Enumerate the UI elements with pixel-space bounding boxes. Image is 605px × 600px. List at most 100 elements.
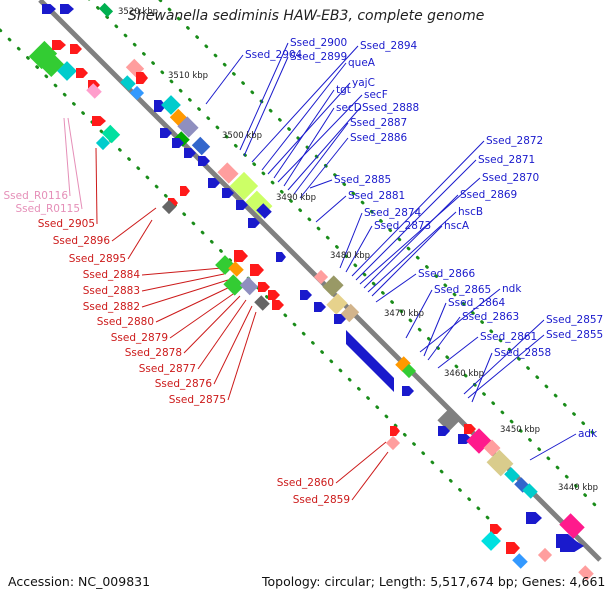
ruler-label: 3450 kbp <box>500 425 540 435</box>
reverse-gene-label: Ssed_2880 <box>97 316 154 328</box>
gene-arrow <box>250 264 264 276</box>
reverse-gene-label: Ssed_2876 <box>155 378 213 390</box>
leader-line <box>155 285 233 323</box>
leader-line <box>419 288 501 353</box>
forward-gene-label: Ssed_2885 <box>334 174 391 186</box>
reverse-gene-label: Ssed_2878 <box>125 347 182 359</box>
forward-gene-label: Ssed_2855 <box>546 329 603 341</box>
ruler-label: 3520 kbp <box>118 7 158 17</box>
leader-line <box>227 311 257 401</box>
gene-block <box>437 410 459 432</box>
leader-line <box>243 56 289 157</box>
gene-block <box>120 75 136 91</box>
leader-line <box>63 117 71 197</box>
ruler-dot-row <box>87 0 602 512</box>
reverse-gene-label: Ssed_2882 <box>83 301 140 313</box>
gene-block <box>161 199 177 215</box>
leader-line <box>141 273 225 292</box>
leader-line <box>427 316 461 361</box>
leader-line <box>529 433 577 461</box>
rna-gene-label: Ssed_R0115 <box>15 203 80 215</box>
ruler-label: 3510 kbp <box>168 71 208 81</box>
ruler-label: 3440 kbp <box>558 483 598 493</box>
leader-line <box>197 299 247 370</box>
ruler-dot-row <box>0 28 502 532</box>
gene-arrow <box>76 68 88 78</box>
gene-arrow <box>154 100 166 112</box>
gene-arrow <box>276 252 286 262</box>
gene-arrow <box>464 424 476 434</box>
forward-gene-label: ndk <box>502 283 522 295</box>
ruler-dot-row <box>158 0 602 442</box>
forward-gene-label: Ssed_2874 <box>364 207 422 219</box>
gene-block <box>177 116 199 138</box>
gene-features <box>28 2 594 581</box>
leader-line <box>367 211 457 293</box>
ruler-label: 3500 kbp <box>222 131 262 141</box>
leader-line <box>261 62 347 171</box>
gene-block <box>57 61 77 81</box>
forward-gene-label: Ssed_2894 <box>360 40 418 52</box>
forward-gene-label: Ssed_2886 <box>350 132 408 144</box>
gene-block <box>313 269 329 285</box>
forward-gene-label: Ssed_2872 <box>486 135 543 147</box>
gene-block <box>537 547 553 563</box>
forward-gene-label: adk <box>578 428 598 440</box>
leader-line <box>127 219 153 260</box>
leader-line <box>467 334 545 399</box>
gene-block <box>161 95 181 115</box>
leader-line <box>315 195 347 223</box>
leader-line <box>335 441 387 484</box>
forward-gene-label: Ssed_2873 <box>374 220 431 232</box>
ruler-label: 3490 kbp <box>276 193 316 203</box>
leader-line <box>283 107 335 187</box>
gene-block <box>256 203 272 219</box>
forward-gene-label: Ssed_2900 <box>290 37 347 49</box>
forward-gene-label: Ssed_2871 <box>478 154 535 166</box>
ruler-label: 3470 kbp <box>384 309 424 319</box>
forward-gene-label: Ssed_2866 <box>418 268 476 280</box>
leader-line <box>95 147 98 225</box>
gene-block <box>385 435 401 451</box>
leader-line <box>183 295 241 354</box>
gene-arrow <box>300 290 312 300</box>
forward-gene-label: Ssed_2888 <box>362 102 419 114</box>
forward-gene-label: hscA <box>444 220 470 232</box>
gene-block <box>483 439 501 457</box>
reverse-gene-label: Ssed_2879 <box>111 332 168 344</box>
gene-block <box>512 553 528 569</box>
gene-arrow <box>234 250 248 262</box>
leader-line <box>239 42 289 151</box>
leader-line <box>251 45 359 163</box>
accession-text: Accession: NC_009831 <box>8 574 151 589</box>
topology-text: Topology: circular; Length: 5,517,674 bp… <box>262 574 605 589</box>
gene-block <box>481 531 501 551</box>
ruler-label: 3480 kbp <box>330 251 370 261</box>
forward-gene-label: yajC <box>352 77 375 89</box>
forward-gene-label: Ssed_2904 <box>245 49 303 61</box>
gene-arrow <box>172 138 184 148</box>
leader-line <box>371 225 443 297</box>
leader-line <box>111 207 157 242</box>
gene-block <box>401 363 417 379</box>
forward-gene-label: Ssed_2881 <box>348 190 405 202</box>
gene-block <box>101 124 121 144</box>
forward-gene-label: Ssed_2863 <box>462 311 519 323</box>
gene-block <box>129 85 145 101</box>
map-title: Shewanella sediminis HAW-EB3, complete g… <box>128 8 485 24</box>
gene-arrow <box>222 188 234 198</box>
gene-block <box>223 274 245 296</box>
leader-line <box>299 137 349 199</box>
leader-line <box>405 289 433 339</box>
gene-arrow <box>136 72 148 84</box>
gene-arrow <box>42 4 56 14</box>
gene-block <box>522 483 538 499</box>
reverse-gene-label: Ssed_2896 <box>53 235 111 247</box>
forward-gene-label: hscB <box>458 206 483 218</box>
leader-line <box>463 319 545 395</box>
leader-line <box>351 140 485 277</box>
gene-arrow <box>248 218 260 228</box>
gene-block <box>217 162 239 184</box>
forward-gene-label: Ssed_2864 <box>448 297 506 309</box>
